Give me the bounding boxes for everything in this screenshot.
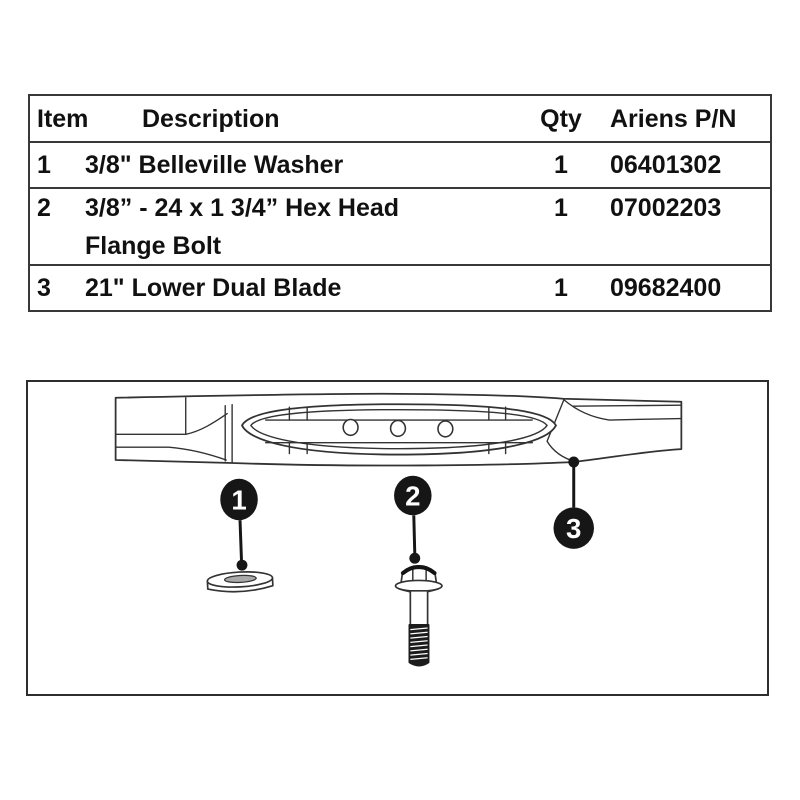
cell-qty: 1 [554,194,568,222]
header-item: Item [37,104,89,133]
cell-description: 3/8" Belleville Washer [85,151,344,179]
table-row: 2 3/8” - 24 x 1 3/4” Hex Head Flange Bol… [30,189,770,266]
blade-drawing [114,392,683,467]
callout-1-number: 1 [231,484,246,515]
cell-description: 21" Lower Dual Blade [85,274,342,302]
cell-item: 3 [37,274,51,302]
callout-3: 3 [553,456,594,549]
header-description: Description [142,104,280,133]
table-row: 3 21" Lower Dual Blade 1 09682400 [30,266,770,310]
callout-2-number: 2 [405,480,420,511]
cell-item: 2 [37,194,51,222]
cell-ariens-pn: 09682400 [610,274,722,302]
table-header-row: Item Description Qty Ariens P/N [30,96,770,143]
washer-drawing [206,571,274,593]
cell-item: 1 [37,151,51,179]
callout-1: 1 [220,478,258,571]
cell-qty: 1 [554,151,568,179]
callout-3-dot [568,456,580,468]
parts-table: Item Description Qty Ariens P/N 1 3/8" B… [28,94,772,312]
blade-center-hump [241,403,557,456]
callout-1-balloon [220,478,258,521]
bolt-drawing [394,565,443,667]
header-ariens-pn: Ariens P/N [610,104,737,133]
cell-ariens-pn: 07002203 [610,194,722,222]
cell-ariens-pn: 06401302 [610,151,722,179]
bolt-shank [409,589,429,626]
blade-mounting-holes [342,418,454,438]
diagram-panel: 1 2 3 [26,380,769,696]
callout-3-balloon [553,507,594,549]
callout-2: 2 [394,475,432,564]
exploded-view-drawing: 1 2 3 [114,392,683,667]
header-qty: Qty [540,104,582,133]
cell-qty: 1 [554,274,568,302]
callout-2-dot [409,552,421,564]
hump-tab-marks [288,406,507,455]
cell-description: 3/8” - 24 x 1 3/4” Hex Head Flange Bolt [85,194,400,260]
callout-2-leader [412,515,417,554]
callout-3-number: 3 [566,513,581,544]
table-row: 1 3/8" Belleville Washer 1 06401302 [30,143,770,189]
callout-1-leader [238,520,243,561]
callout-1-dot [236,559,248,571]
callout-2-balloon [394,475,432,516]
